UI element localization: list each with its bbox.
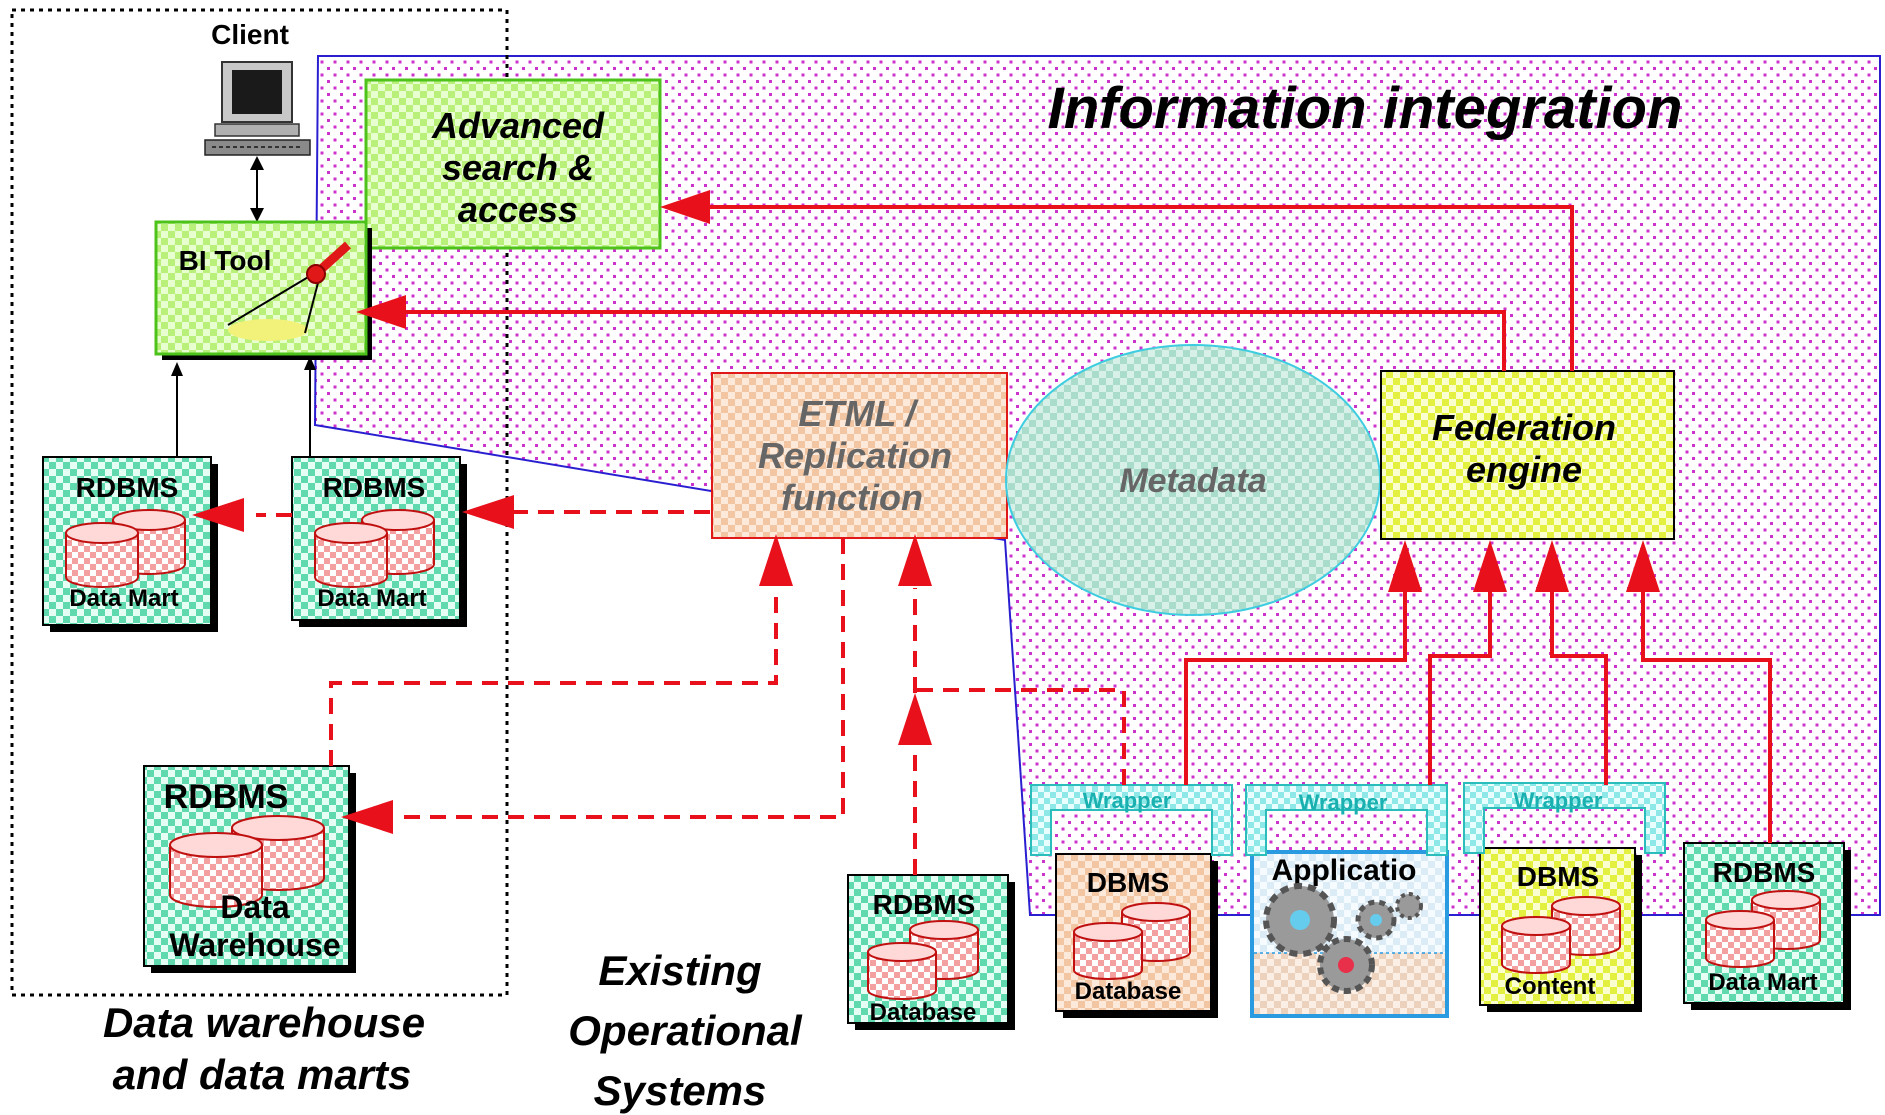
data-warehouse-caption-line-2: and data marts: [113, 1051, 412, 1098]
wrapper-to-etml-arrow: [915, 688, 1126, 785]
federation-engine-box: Federation engine: [1380, 370, 1675, 540]
federation-flows: [400, 205, 1772, 843]
database-cylinders-icon: [314, 509, 435, 588]
etml-line-2: Replication: [758, 435, 952, 476]
etml-line-3: function: [781, 477, 923, 518]
wrapper-1: Wrapper: [1030, 784, 1233, 856]
data-warehouse-label-line-2: Warehouse: [169, 927, 340, 963]
wrapper-2: Wrapper: [1245, 784, 1448, 856]
bi-tool-box: BI Tool: [154, 220, 372, 360]
etml-line-1: ETML /: [798, 393, 919, 434]
wrapper-1-label: Wrapper: [1083, 788, 1172, 813]
federation-line-1: Federation: [1432, 407, 1616, 448]
dbms-database-label: Database: [1075, 978, 1182, 1005]
etml-to-warehouse-arrow: [400, 538, 845, 819]
existing-systems-caption-line-2: Operational: [568, 1007, 803, 1054]
existing-systems-caption-line-3: Systems: [594, 1067, 767, 1114]
data-warehouse: RDBMS Data Warehouse: [143, 765, 356, 973]
data-mart-1-rdbms-label: RDBMS: [76, 472, 179, 503]
warehouse-to-etml-arrow: [329, 588, 778, 766]
dbms-content-source: DBMS Content: [1479, 847, 1642, 1012]
data-warehouse-label-line-1: Data: [220, 889, 290, 925]
data-warehouse-caption-line-1: Data warehouse: [103, 999, 425, 1046]
database-cylinders-icon: [1501, 896, 1621, 974]
page-title: Information integration: [1048, 76, 1683, 141]
client-label: Client: [211, 19, 289, 50]
operational-database-label: Database: [870, 999, 977, 1026]
metadata-ellipse: Metadata: [1005, 344, 1381, 616]
flashlight-icon: [227, 241, 352, 341]
operational-database-rdbms-label: RDBMS: [873, 889, 976, 920]
data-mart-3: RDBMS Data Mart: [1683, 842, 1851, 1010]
dbms-content-dbms-label: DBMS: [1517, 861, 1599, 892]
application-to-federation-arrow: [1428, 585, 1492, 785]
content-to-federation-arrow: [1550, 585, 1608, 785]
application-label: Applicatio: [1271, 854, 1416, 887]
dbms-content-label: Content: [1505, 973, 1596, 1000]
data-warehouse-frame: [10, 8, 509, 997]
database-cylinders-icon: [1073, 902, 1191, 980]
etml-arrowheads: [192, 495, 932, 834]
data-mart-2-label: Data Mart: [317, 585, 426, 612]
etml-replication-box: ETML / Replication function: [711, 372, 1008, 539]
database-to-federation-arrow: [1184, 585, 1407, 785]
client-computer-icon: [204, 61, 311, 156]
wrapper-3: Wrapper: [1463, 782, 1666, 854]
data-warehouse-rdbms-label: RDBMS: [164, 778, 289, 816]
wrapper-2-label: Wrapper: [1299, 790, 1388, 815]
federation-to-search-arrow: [700, 205, 1574, 371]
database-cylinders-icon: [867, 920, 979, 1000]
data-mart-3-label: Data Mart: [1708, 969, 1817, 996]
database-cylinders-icon: [65, 509, 186, 588]
data-mart-1-label: Data Mart: [69, 585, 178, 612]
data-mart-2-rdbms-label: RDBMS: [323, 472, 426, 503]
existing-systems-caption-line-1: Existing: [598, 947, 761, 994]
data-mart-3-rdbms-label: RDBMS: [1713, 857, 1816, 888]
dbms-database-dbms-label: DBMS: [1087, 867, 1169, 898]
advanced-search-line-3: access: [458, 189, 578, 230]
federation-line-2: engine: [1466, 449, 1582, 490]
database-cylinders-icon: [169, 815, 325, 908]
dbms-database-source: DBMS Database: [1055, 853, 1218, 1018]
operational-database: RDBMS Database: [847, 874, 1015, 1030]
advanced-search-line-1: Advanced: [431, 105, 605, 146]
data-mart-1: RDBMS Data Mart: [42, 456, 218, 632]
federation-arrowheads: [356, 190, 1660, 592]
wrapper-3-label: Wrapper: [1514, 788, 1603, 813]
metadata-label: Metadata: [1119, 462, 1266, 500]
advanced-search-box: Advanced search & access: [364, 78, 662, 250]
database-cylinders-icon: [1705, 890, 1821, 968]
gears-icon: [1263, 883, 1423, 994]
bi-tool-label: BI Tool: [179, 245, 272, 276]
advanced-search-line-2: search &: [442, 147, 594, 188]
federation-to-bi-arrow: [400, 310, 1506, 371]
datamart-to-federation-arrow: [1641, 585, 1772, 843]
data-mart-2: RDBMS Data Mart: [291, 456, 467, 627]
application-source: Applicatio: [1250, 850, 1449, 1018]
